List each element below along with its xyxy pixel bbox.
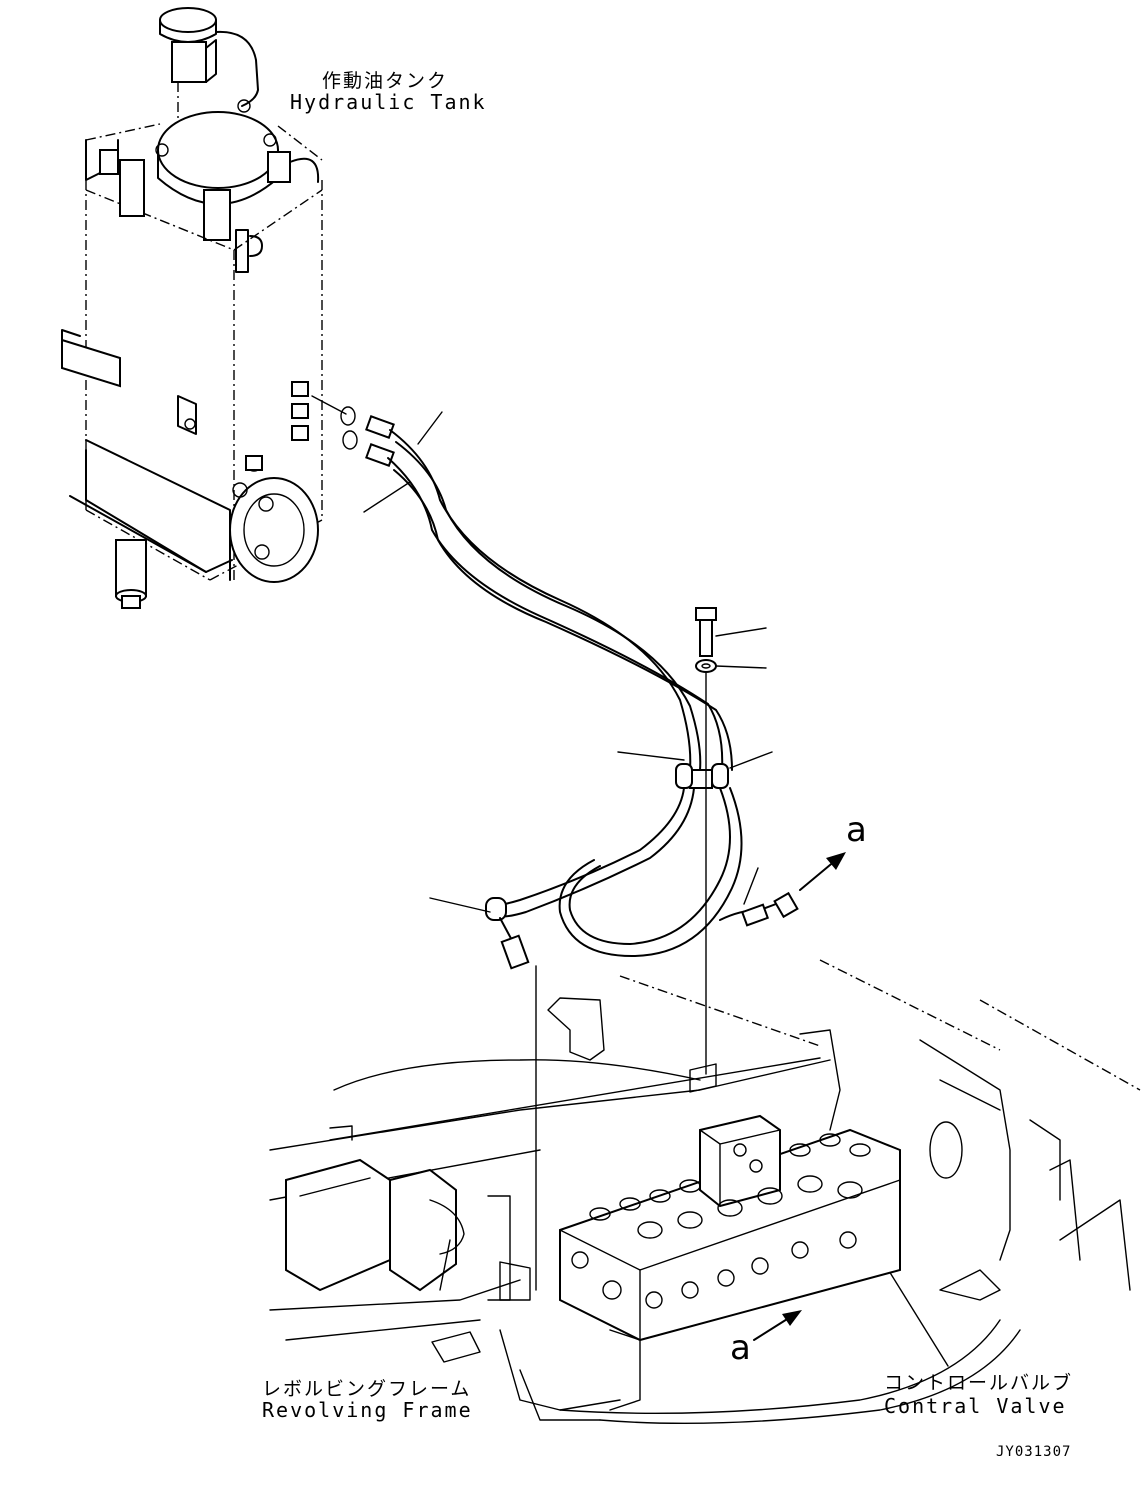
hydraulic-tank xyxy=(61,7,323,609)
leader-lines xyxy=(311,395,773,1291)
callout-a-upper: a xyxy=(846,810,867,850)
revolving-frame-label-en: Revolving Frame xyxy=(262,1398,473,1422)
control-valve-label-en: Contral Valve xyxy=(884,1394,1067,1418)
revolving-frame xyxy=(269,959,1141,1425)
revolving-frame-label-jp: レボルビングフレーム xyxy=(262,1378,472,1400)
control-valve-label-jp: コントロールバルブ xyxy=(884,1372,1074,1394)
drawing-number: JY031307 xyxy=(996,1444,1072,1460)
callout-a-lower: a xyxy=(730,1328,751,1368)
valve-ports xyxy=(571,1133,871,1309)
hydraulic-tank-label-jp: 作動油タンク xyxy=(322,70,449,92)
bolt-and-washer xyxy=(695,607,717,1075)
tank-body xyxy=(61,123,323,609)
tank-top-cover xyxy=(155,99,320,241)
hose-assembly xyxy=(365,415,799,970)
hydraulic-tank-label-en: Hydraulic Tank xyxy=(290,90,487,114)
o-rings xyxy=(340,406,358,450)
tank-breather xyxy=(159,7,259,120)
control-valve xyxy=(559,1114,901,1342)
